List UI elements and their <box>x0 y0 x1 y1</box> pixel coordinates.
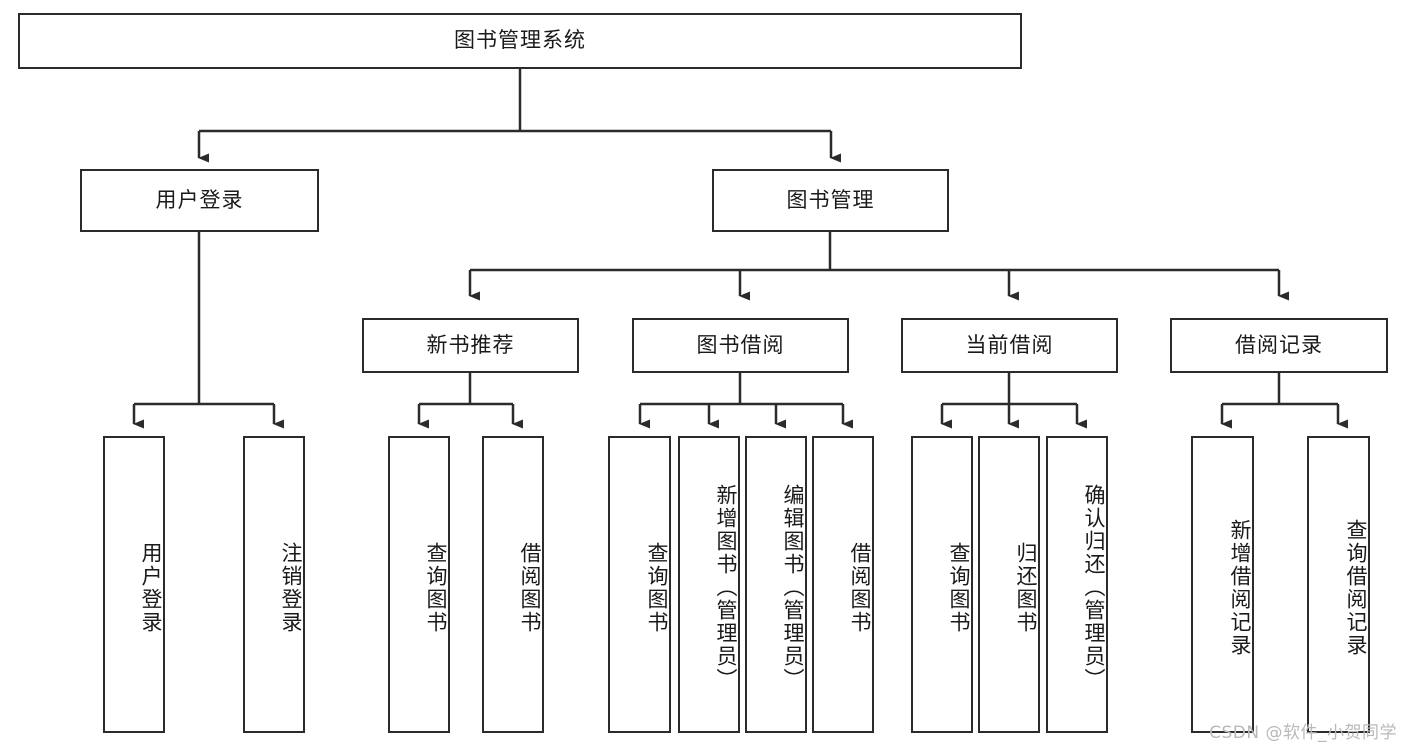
leaf-borrow-book-2[interactable]: 借阅图书 <box>812 436 874 733</box>
node-label: 注销登录 <box>279 541 303 634</box>
node-new-book-recommend[interactable]: 新书推荐 <box>362 318 579 373</box>
leaf-confirm-return[interactable]: 确认归还（管理员） <box>1046 436 1108 733</box>
node-label: 确认归还（管理员） <box>1082 484 1106 691</box>
node-user-login[interactable]: 用户登录 <box>80 169 319 232</box>
node-label: 借阅图书 <box>518 541 542 634</box>
leaf-logout[interactable]: 注销登录 <box>243 436 305 733</box>
node-borrow-record[interactable]: 借阅记录 <box>1170 318 1388 373</box>
node-label: 查询图书 <box>947 541 971 634</box>
node-label: 归还图书 <box>1014 541 1038 634</box>
leaf-query-book-1[interactable]: 查询图书 <box>388 436 450 733</box>
leaf-edit-book[interactable]: 编辑图书（管理员） <box>745 436 807 733</box>
node-label: 当前借阅 <box>965 332 1054 357</box>
leaf-borrow-book-1[interactable]: 借阅图书 <box>482 436 544 733</box>
node-label: 编辑图书（管理员） <box>781 484 805 691</box>
node-label: 借阅记录 <box>1235 332 1323 357</box>
node-label: 借阅图书 <box>848 541 872 634</box>
node-current-borrow[interactable]: 当前借阅 <box>901 318 1118 373</box>
node-label: 图书借阅 <box>696 332 785 357</box>
node-label: 查询图书 <box>424 541 448 634</box>
node-label: 查询借阅记录 <box>1344 518 1368 657</box>
node-label: 用户登录 <box>155 187 244 212</box>
node-label: 用户登录 <box>139 541 163 634</box>
node-label: 图书管理系统 <box>454 28 586 53</box>
node-root-system[interactable]: 图书管理系统 <box>18 13 1022 69</box>
leaf-return-book[interactable]: 归还图书 <box>978 436 1040 733</box>
leaf-user-login[interactable]: 用户登录 <box>103 436 165 733</box>
node-label: 图书管理 <box>786 187 875 212</box>
node-label: 新增图书（管理员） <box>714 484 738 691</box>
leaf-query-book-3[interactable]: 查询图书 <box>911 436 973 733</box>
leaf-add-book[interactable]: 新增图书（管理员） <box>678 436 740 733</box>
leaf-query-record[interactable]: 查询借阅记录 <box>1307 436 1370 733</box>
node-label: 查询图书 <box>645 541 669 634</box>
csdn-watermark: CSDN @软件_小贺同学 <box>1209 723 1397 743</box>
leaf-add-record[interactable]: 新增借阅记录 <box>1191 436 1254 733</box>
leaf-query-book-2[interactable]: 查询图书 <box>608 436 671 733</box>
node-book-borrow[interactable]: 图书借阅 <box>632 318 849 373</box>
node-label: 新增借阅记录 <box>1228 518 1252 657</box>
node-label: 新书推荐 <box>426 332 515 357</box>
node-book-manage[interactable]: 图书管理 <box>712 169 949 232</box>
